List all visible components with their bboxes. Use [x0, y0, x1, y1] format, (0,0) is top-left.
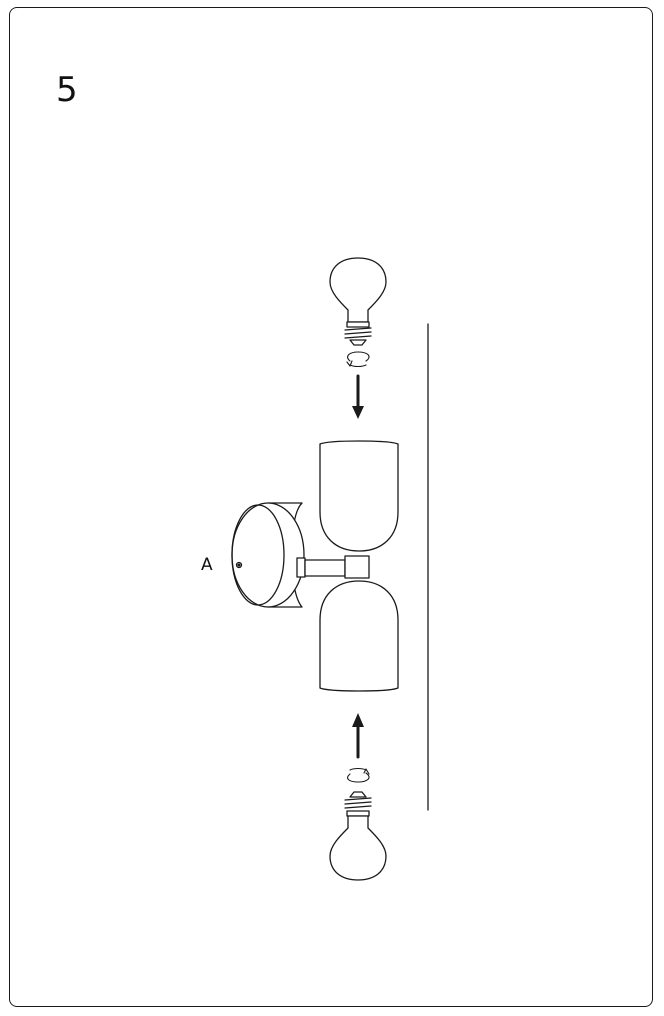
wall-plate [231, 502, 305, 608]
lamp-arm [296, 555, 370, 579]
step-number: 5 [56, 70, 78, 110]
arrow-up-icon [352, 713, 364, 759]
instruction-frame [9, 7, 653, 1007]
upper-shade [319, 440, 399, 552]
rotate-clockwise-icon [346, 351, 370, 368]
part-label-a: A [201, 555, 213, 575]
light-bulb-icon [329, 791, 387, 881]
arrow-down-icon [352, 374, 364, 419]
rotate-clockwise-icon [347, 767, 370, 783]
lower-shade [319, 580, 399, 692]
light-bulb-icon [329, 257, 387, 346]
